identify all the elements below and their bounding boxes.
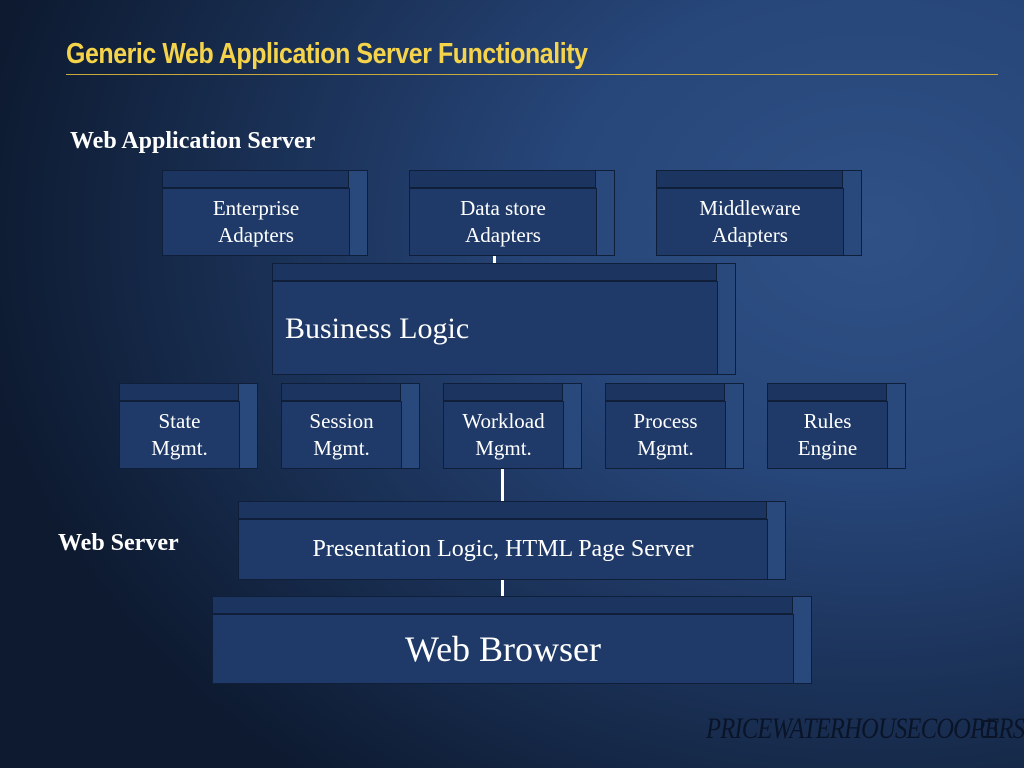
presentation-logic-box: Presentation Logic, HTML Page Server (238, 501, 786, 580)
data-store-adapters-line2: Adapters (465, 223, 541, 247)
workload-mgmt-line2: Mgmt. (475, 436, 532, 460)
data-store-adapters-box: Data store Adapters (409, 170, 615, 256)
workload-mgmt-box: Workload Mgmt. (443, 383, 582, 469)
session-mgmt-box: Session Mgmt. (281, 383, 420, 469)
enterprise-adapters-line1: Enterprise (212, 195, 300, 220)
middleware-adapters-line1: Middleware (699, 195, 801, 220)
web-server-label: Web Server (58, 530, 179, 556)
workload-mgmt-line1: Workload (462, 408, 545, 433)
web-application-server-label: Web Application Server (70, 128, 316, 154)
middleware-adapters-box: Middleware Adapters (656, 170, 862, 256)
rules-engine-box: Rules Engine (767, 383, 906, 469)
business-logic-box: Business Logic (272, 263, 736, 375)
web-browser-label: Web Browser (404, 628, 602, 669)
state-mgmt-box: State Mgmt. (119, 383, 258, 469)
enterprise-adapters-box: Enterprise Adapters (162, 170, 368, 256)
process-mgmt-line2: Mgmt. (637, 436, 694, 460)
registered-mark-icon (981, 720, 997, 738)
slide-title: Generic Web Application Server Functiona… (66, 38, 588, 70)
rules-engine-line1: Rules (803, 408, 852, 433)
rules-engine-line2: Engine (797, 436, 858, 460)
session-mgmt-line1: Session (309, 408, 374, 433)
data-store-adapters-line1: Data store (460, 195, 546, 220)
state-mgmt-line1: State (158, 408, 201, 433)
enterprise-adapters-line2: Adapters (218, 223, 294, 247)
middleware-adapters-line2: Adapters (712, 223, 788, 247)
state-mgmt-line2: Mgmt. (151, 436, 208, 460)
session-mgmt-line2: Mgmt. (313, 436, 370, 460)
process-mgmt-box: Process Mgmt. (605, 383, 744, 469)
web-browser-box: Web Browser (212, 596, 812, 684)
pricewaterhousecoopers-logo: PRICEWATERHOUSECOOPERS (706, 712, 1024, 745)
process-mgmt-line1: Process (633, 408, 698, 433)
presentation-logic-label: Presentation Logic, HTML Page Server (312, 535, 694, 562)
business-logic-label: Business Logic (285, 311, 470, 345)
adapter-connector (493, 256, 496, 264)
services-connector (501, 469, 504, 519)
title-rule (66, 74, 998, 75)
